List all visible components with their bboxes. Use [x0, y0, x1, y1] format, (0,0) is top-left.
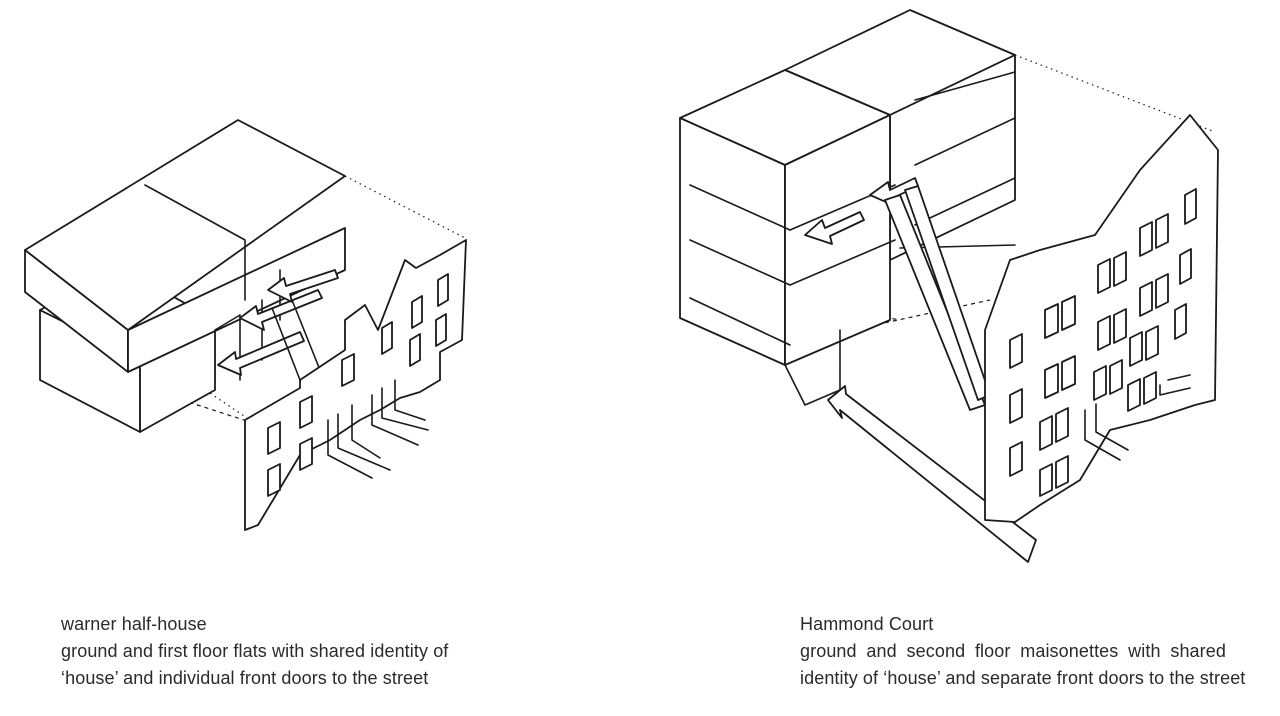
- caption-title: Hammond Court: [800, 614, 934, 634]
- front-door-paths: [327, 379, 429, 479]
- projection-line: [127, 337, 251, 421]
- access-arrows: [217, 269, 339, 381]
- caption-title: warner half-house: [61, 614, 207, 634]
- front-door-paths: [1084, 374, 1191, 461]
- street-facade: [984, 114, 1219, 523]
- caption-line: ground and second floor maisonettes with…: [800, 641, 1226, 661]
- projection-line: [344, 175, 466, 239]
- facade-windows: [1009, 188, 1197, 497]
- caption-line: identity of ‘house’ and separate front d…: [800, 668, 1246, 688]
- hammond-court-sketch: [679, 9, 1219, 563]
- warner-half-house-sketch: [24, 119, 467, 531]
- access-arrows: [804, 177, 1037, 563]
- caption-warner-half-house: warner half-house ground and first floor…: [61, 611, 461, 692]
- first-floor-flat-block: [24, 119, 346, 373]
- street-facade: [244, 239, 467, 531]
- caption-hammond-court: Hammond Court ground and second floor ma…: [800, 611, 1246, 692]
- facade-windows: [267, 273, 449, 497]
- caption-line: ‘house’ and individual front doors to th…: [61, 668, 429, 688]
- front-maisonette-block: [679, 69, 896, 406]
- architectural-sketches: [24, 9, 1219, 563]
- caption-line: ground and first floor flats with shared…: [61, 641, 449, 661]
